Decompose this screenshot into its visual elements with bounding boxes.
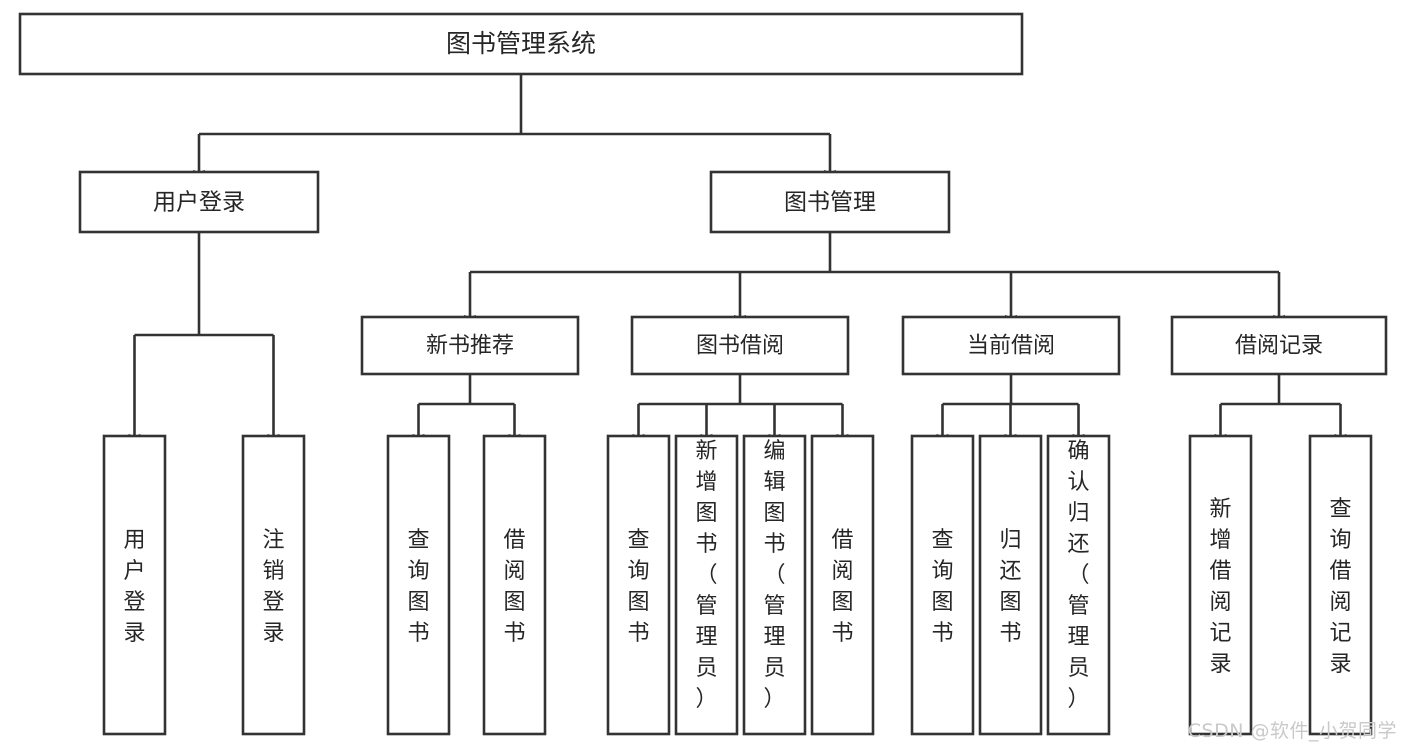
node-current-borrow-label: 当前借阅 [967, 334, 1055, 359]
leaf-leaf-query-book-rec-label: 查询图书 [407, 528, 429, 646]
node-book-borrow[interactable]: 图书借阅 [630, 315, 850, 376]
leaf-leaf-query-borrow-record-box[interactable] [1308, 434, 1373, 736]
leaf-leaf-add-book-admin-label: 新增图书（管理员） [695, 439, 717, 712]
leaf-leaf-edit-book-admin-box[interactable] [742, 434, 807, 736]
leaf-leaf-confirm-return-admin[interactable]: 确认归还（管理员） [1046, 434, 1111, 736]
node-root[interactable]: 图书管理系统 [18, 12, 1024, 76]
node-borrow-record[interactable]: 借阅记录 [1170, 315, 1388, 376]
node-user-login-label: 用户登录 [153, 190, 245, 216]
node-book-manage-label: 图书管理 [784, 190, 876, 216]
leaf-leaf-user-login-label: 用户登录 [123, 528, 145, 646]
leaf-leaf-query-book-rec[interactable]: 查询图书 [386, 434, 451, 736]
node-user-login-box[interactable] [78, 170, 320, 234]
leaf-leaf-add-borrow-record-label: 新增借阅记录 [1209, 497, 1231, 677]
leaf-leaf-logout-login-box[interactable] [241, 434, 306, 736]
node-book-manage-box[interactable] [709, 170, 951, 234]
node-root-box[interactable] [18, 12, 1024, 76]
leaf-leaf-query-book-borrow-box[interactable] [606, 434, 671, 736]
leaf-leaf-query-book-cur[interactable]: 查询图书 [910, 434, 975, 736]
node-book-borrow-box[interactable] [630, 315, 850, 376]
leaf-leaf-return-book[interactable]: 归还图书 [978, 434, 1043, 736]
leaf-leaf-borrow-book-rec[interactable]: 借阅图书 [482, 434, 547, 736]
leaf-leaf-return-book-label: 归还图书 [999, 528, 1021, 646]
node-current-borrow[interactable]: 当前借阅 [901, 315, 1121, 376]
connector-layer [128, 74, 1347, 445]
node-user-login[interactable]: 用户登录 [78, 170, 320, 234]
node-new-book-recommend-box[interactable] [360, 315, 580, 376]
node-book-borrow-label: 图书借阅 [696, 334, 784, 359]
leaf-leaf-add-book-admin-box[interactable] [674, 434, 739, 736]
leaf-leaf-return-book-box[interactable] [978, 434, 1043, 736]
leaf-leaf-borrow-book-rec-label: 借阅图书 [503, 528, 525, 646]
leaf-leaf-borrow-book-box[interactable] [810, 434, 875, 736]
leaf-leaf-query-book-borrow-label: 查询图书 [627, 528, 649, 646]
leaf-leaf-add-borrow-record[interactable]: 新增借阅记录 [1188, 434, 1253, 736]
node-layer: 图书管理系统用户登录图书管理新书推荐图书借阅当前借阅借阅记录用户登录注销登录查询… [18, 12, 1388, 736]
leaf-leaf-edit-book-admin-label: 编辑图书（管理员） [763, 439, 785, 712]
node-new-book-recommend[interactable]: 新书推荐 [360, 315, 580, 376]
leaf-leaf-add-book-admin[interactable]: 新增图书（管理员） [674, 434, 739, 736]
leaf-leaf-logout-login[interactable]: 注销登录 [241, 434, 306, 736]
leaf-leaf-edit-book-admin[interactable]: 编辑图书（管理员） [742, 434, 807, 736]
leaf-leaf-borrow-book[interactable]: 借阅图书 [810, 434, 875, 736]
leaf-leaf-query-book-cur-box[interactable] [910, 434, 975, 736]
node-current-borrow-box[interactable] [901, 315, 1121, 376]
leaf-leaf-logout-login-label: 注销登录 [262, 528, 284, 646]
leaf-leaf-borrow-book-label: 借阅图书 [831, 528, 853, 646]
leaf-leaf-query-book-rec-box[interactable] [386, 434, 451, 736]
csdn-watermark: CSDN @软件_小贺同学 [1187, 720, 1397, 742]
node-book-manage[interactable]: 图书管理 [709, 170, 951, 234]
leaf-leaf-query-book-borrow[interactable]: 查询图书 [606, 434, 671, 736]
leaf-leaf-add-borrow-record-box[interactable] [1188, 434, 1253, 736]
leaf-leaf-borrow-book-rec-box[interactable] [482, 434, 547, 736]
node-borrow-record-box[interactable] [1170, 315, 1388, 376]
leaf-leaf-query-book-cur-label: 查询图书 [931, 528, 953, 646]
node-borrow-record-label: 借阅记录 [1235, 334, 1323, 359]
leaf-leaf-confirm-return-admin-box[interactable] [1046, 434, 1111, 736]
node-new-book-recommend-label: 新书推荐 [426, 334, 514, 359]
leaf-leaf-user-login[interactable]: 用户登录 [102, 434, 167, 736]
node-root-label: 图书管理系统 [446, 29, 596, 58]
leaf-leaf-user-login-box[interactable] [102, 434, 167, 736]
leaf-leaf-query-borrow-record-label: 查询借阅记录 [1329, 497, 1351, 677]
leaf-leaf-query-borrow-record[interactable]: 查询借阅记录 [1308, 434, 1373, 736]
leaf-leaf-confirm-return-admin-label: 确认归还（管理员） [1067, 439, 1089, 712]
